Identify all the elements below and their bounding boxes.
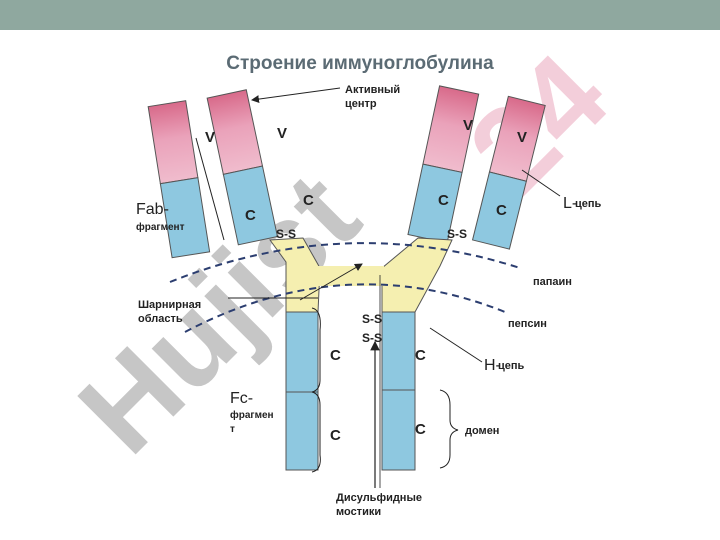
mark-v-right-heavy: V xyxy=(463,117,473,134)
label-l-chain-main: L- xyxy=(563,195,577,212)
mark-c-fc-upper-right: C xyxy=(415,347,426,364)
label-fab-main: Fab- xyxy=(136,201,169,218)
domain-brace xyxy=(439,389,459,469)
mark-c-fc-lower-right: C xyxy=(415,421,426,438)
mark-ss-left-arm: S-S xyxy=(276,227,296,241)
segment-marks: V V V V C C C C C C C C S-S S-S S-S S-S xyxy=(205,117,527,444)
label-papain: папаин xyxy=(533,276,572,288)
fc-left-chain xyxy=(285,311,319,471)
mark-c-right-heavy-arm: C xyxy=(438,192,449,209)
hinge-region xyxy=(269,237,453,313)
left-light-chain xyxy=(147,100,211,259)
hinge-arrow-a xyxy=(299,263,363,301)
mark-ss-hinge-2: S-S xyxy=(362,331,382,345)
active-center-pointer xyxy=(251,87,341,104)
mark-c-left-heavy-arm: C xyxy=(303,192,314,209)
mark-ss-right-arm: S-S xyxy=(447,227,467,241)
fab-pointer xyxy=(195,137,225,241)
right-light-chain xyxy=(471,95,546,250)
label-h-chain-sub: цепь xyxy=(498,360,525,372)
callout-labels: Активный центр Fab- фрагмент Шарнирная о… xyxy=(136,84,602,518)
h-chain-pointer xyxy=(429,327,483,363)
label-active-center-2: центр xyxy=(345,98,377,110)
label-l-chain-sub: цепь xyxy=(575,198,602,210)
left-heavy-arm xyxy=(206,89,279,246)
mark-c-fc-lower-left: C xyxy=(330,427,341,444)
label-active-center-1: Активный xyxy=(345,84,400,96)
right-heavy-arm xyxy=(407,85,480,244)
label-fc-main: Fc- xyxy=(230,390,253,407)
mark-c-fc-upper-left: C xyxy=(330,347,341,364)
mark-v-left-light: V xyxy=(205,129,215,146)
papain-cut-line xyxy=(169,242,521,283)
label-fc-sub1: фрагмен xyxy=(230,409,274,421)
fc-brace xyxy=(311,307,321,473)
top-bar xyxy=(0,0,720,30)
mark-ss-hinge-1: S-S xyxy=(362,312,382,326)
page-title: Строение иммуноглобулина xyxy=(226,53,494,74)
label-hinge-line1: Шарнирная xyxy=(138,299,201,311)
label-hinge-line2: область xyxy=(138,313,183,325)
label-fab-sub: фрагмент xyxy=(136,221,185,233)
label-disulfide-line1: Дисульфидные xyxy=(336,492,422,504)
label-h-chain-main: H- xyxy=(484,357,501,374)
label-pepsin: пепсин xyxy=(508,318,547,330)
label-disulfide-line2: мостики xyxy=(336,506,381,518)
label-domain: домен xyxy=(465,425,499,437)
label-fc-sub2: т xyxy=(230,424,235,435)
mark-v-left-heavy: V xyxy=(277,125,287,142)
mark-c-right-light: C xyxy=(496,202,507,219)
watermark: Hujist 24 xyxy=(54,29,633,478)
mark-v-right-light: V xyxy=(517,129,527,146)
mark-c-left-light: C xyxy=(245,207,256,224)
fc-right-chain xyxy=(381,311,416,471)
l-chain-pointer xyxy=(521,169,561,197)
